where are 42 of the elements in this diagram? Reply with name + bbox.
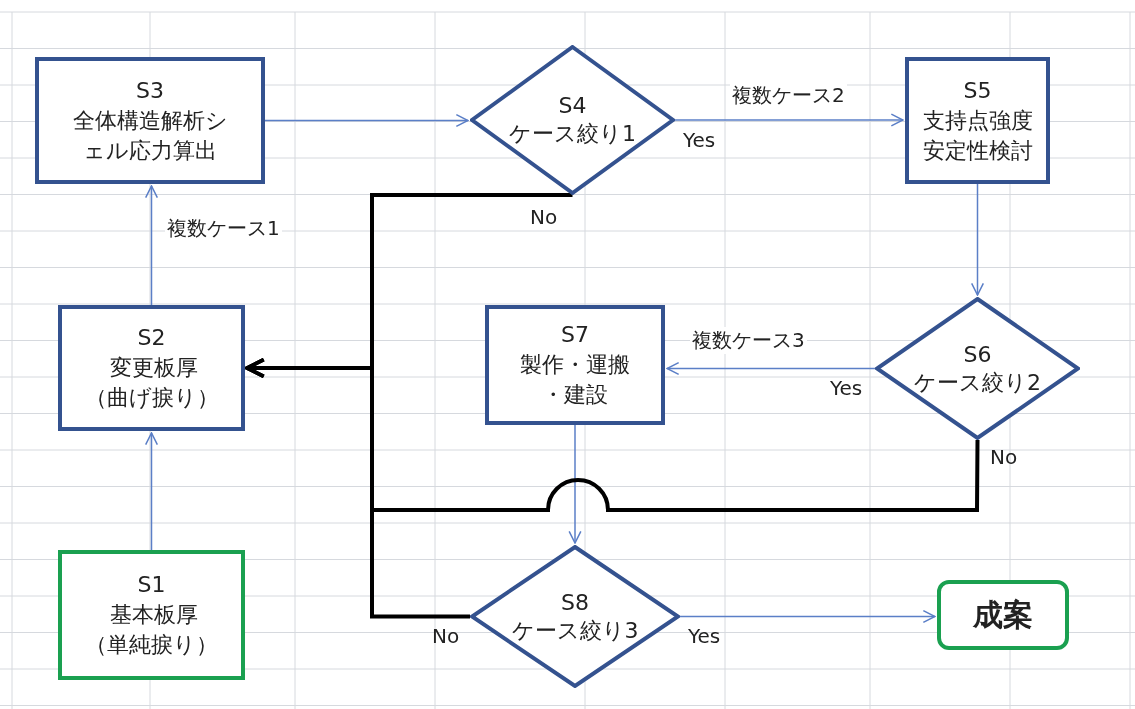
process-box bbox=[58, 550, 245, 680]
step-text: 製作・運搬・建設 bbox=[519, 351, 631, 409]
arrow bbox=[679, 609, 936, 624]
process-box bbox=[905, 57, 1050, 184]
step-text: ケース絞り1 bbox=[509, 120, 636, 148]
step-number: S2 bbox=[137, 324, 166, 352]
step-number: S1 bbox=[137, 571, 166, 599]
process-box bbox=[58, 305, 245, 431]
step-number: S6 bbox=[963, 340, 992, 369]
arrow bbox=[568, 424, 582, 544]
branch-label: No bbox=[990, 445, 1018, 469]
step-text: 基本板厚（単純捩り） bbox=[84, 601, 219, 659]
arrow bbox=[970, 183, 985, 296]
arrow bbox=[264, 113, 469, 128]
arrow bbox=[144, 185, 159, 306]
process-box bbox=[485, 305, 665, 425]
arrow bbox=[245, 357, 470, 619]
branch-label: No bbox=[432, 624, 460, 648]
step-number: S7 bbox=[561, 321, 589, 349]
branch-label: Yes bbox=[688, 624, 721, 648]
step-number: S4 bbox=[558, 92, 587, 120]
branch-label: No bbox=[530, 205, 558, 229]
process-box bbox=[35, 57, 265, 184]
branch-label: Yes bbox=[683, 128, 716, 152]
step-text: ケース絞り2 bbox=[914, 368, 1041, 397]
arrow bbox=[674, 113, 904, 127]
step-text: 全体構造解析シェル応力算出 bbox=[71, 106, 229, 165]
step-number: S3 bbox=[136, 76, 164, 105]
step-number: S5 bbox=[963, 76, 992, 105]
result-text: 成案 bbox=[973, 596, 1033, 634]
decision-diamond bbox=[470, 45, 675, 195]
edge-label: 複数ケース3 bbox=[690, 327, 807, 354]
result-box bbox=[937, 580, 1069, 650]
decision-diamond bbox=[875, 297, 1080, 440]
step-text: ケース絞り3 bbox=[511, 616, 639, 645]
step-text: 変更板厚（曲げ捩り） bbox=[84, 354, 219, 412]
decision-diamond bbox=[470, 545, 680, 688]
arrow bbox=[666, 361, 876, 376]
arrow bbox=[144, 432, 159, 551]
branch-label: Yes bbox=[830, 376, 863, 400]
step-text: 支持点強度安定性検討 bbox=[921, 106, 1034, 165]
step-number: S8 bbox=[561, 588, 589, 617]
